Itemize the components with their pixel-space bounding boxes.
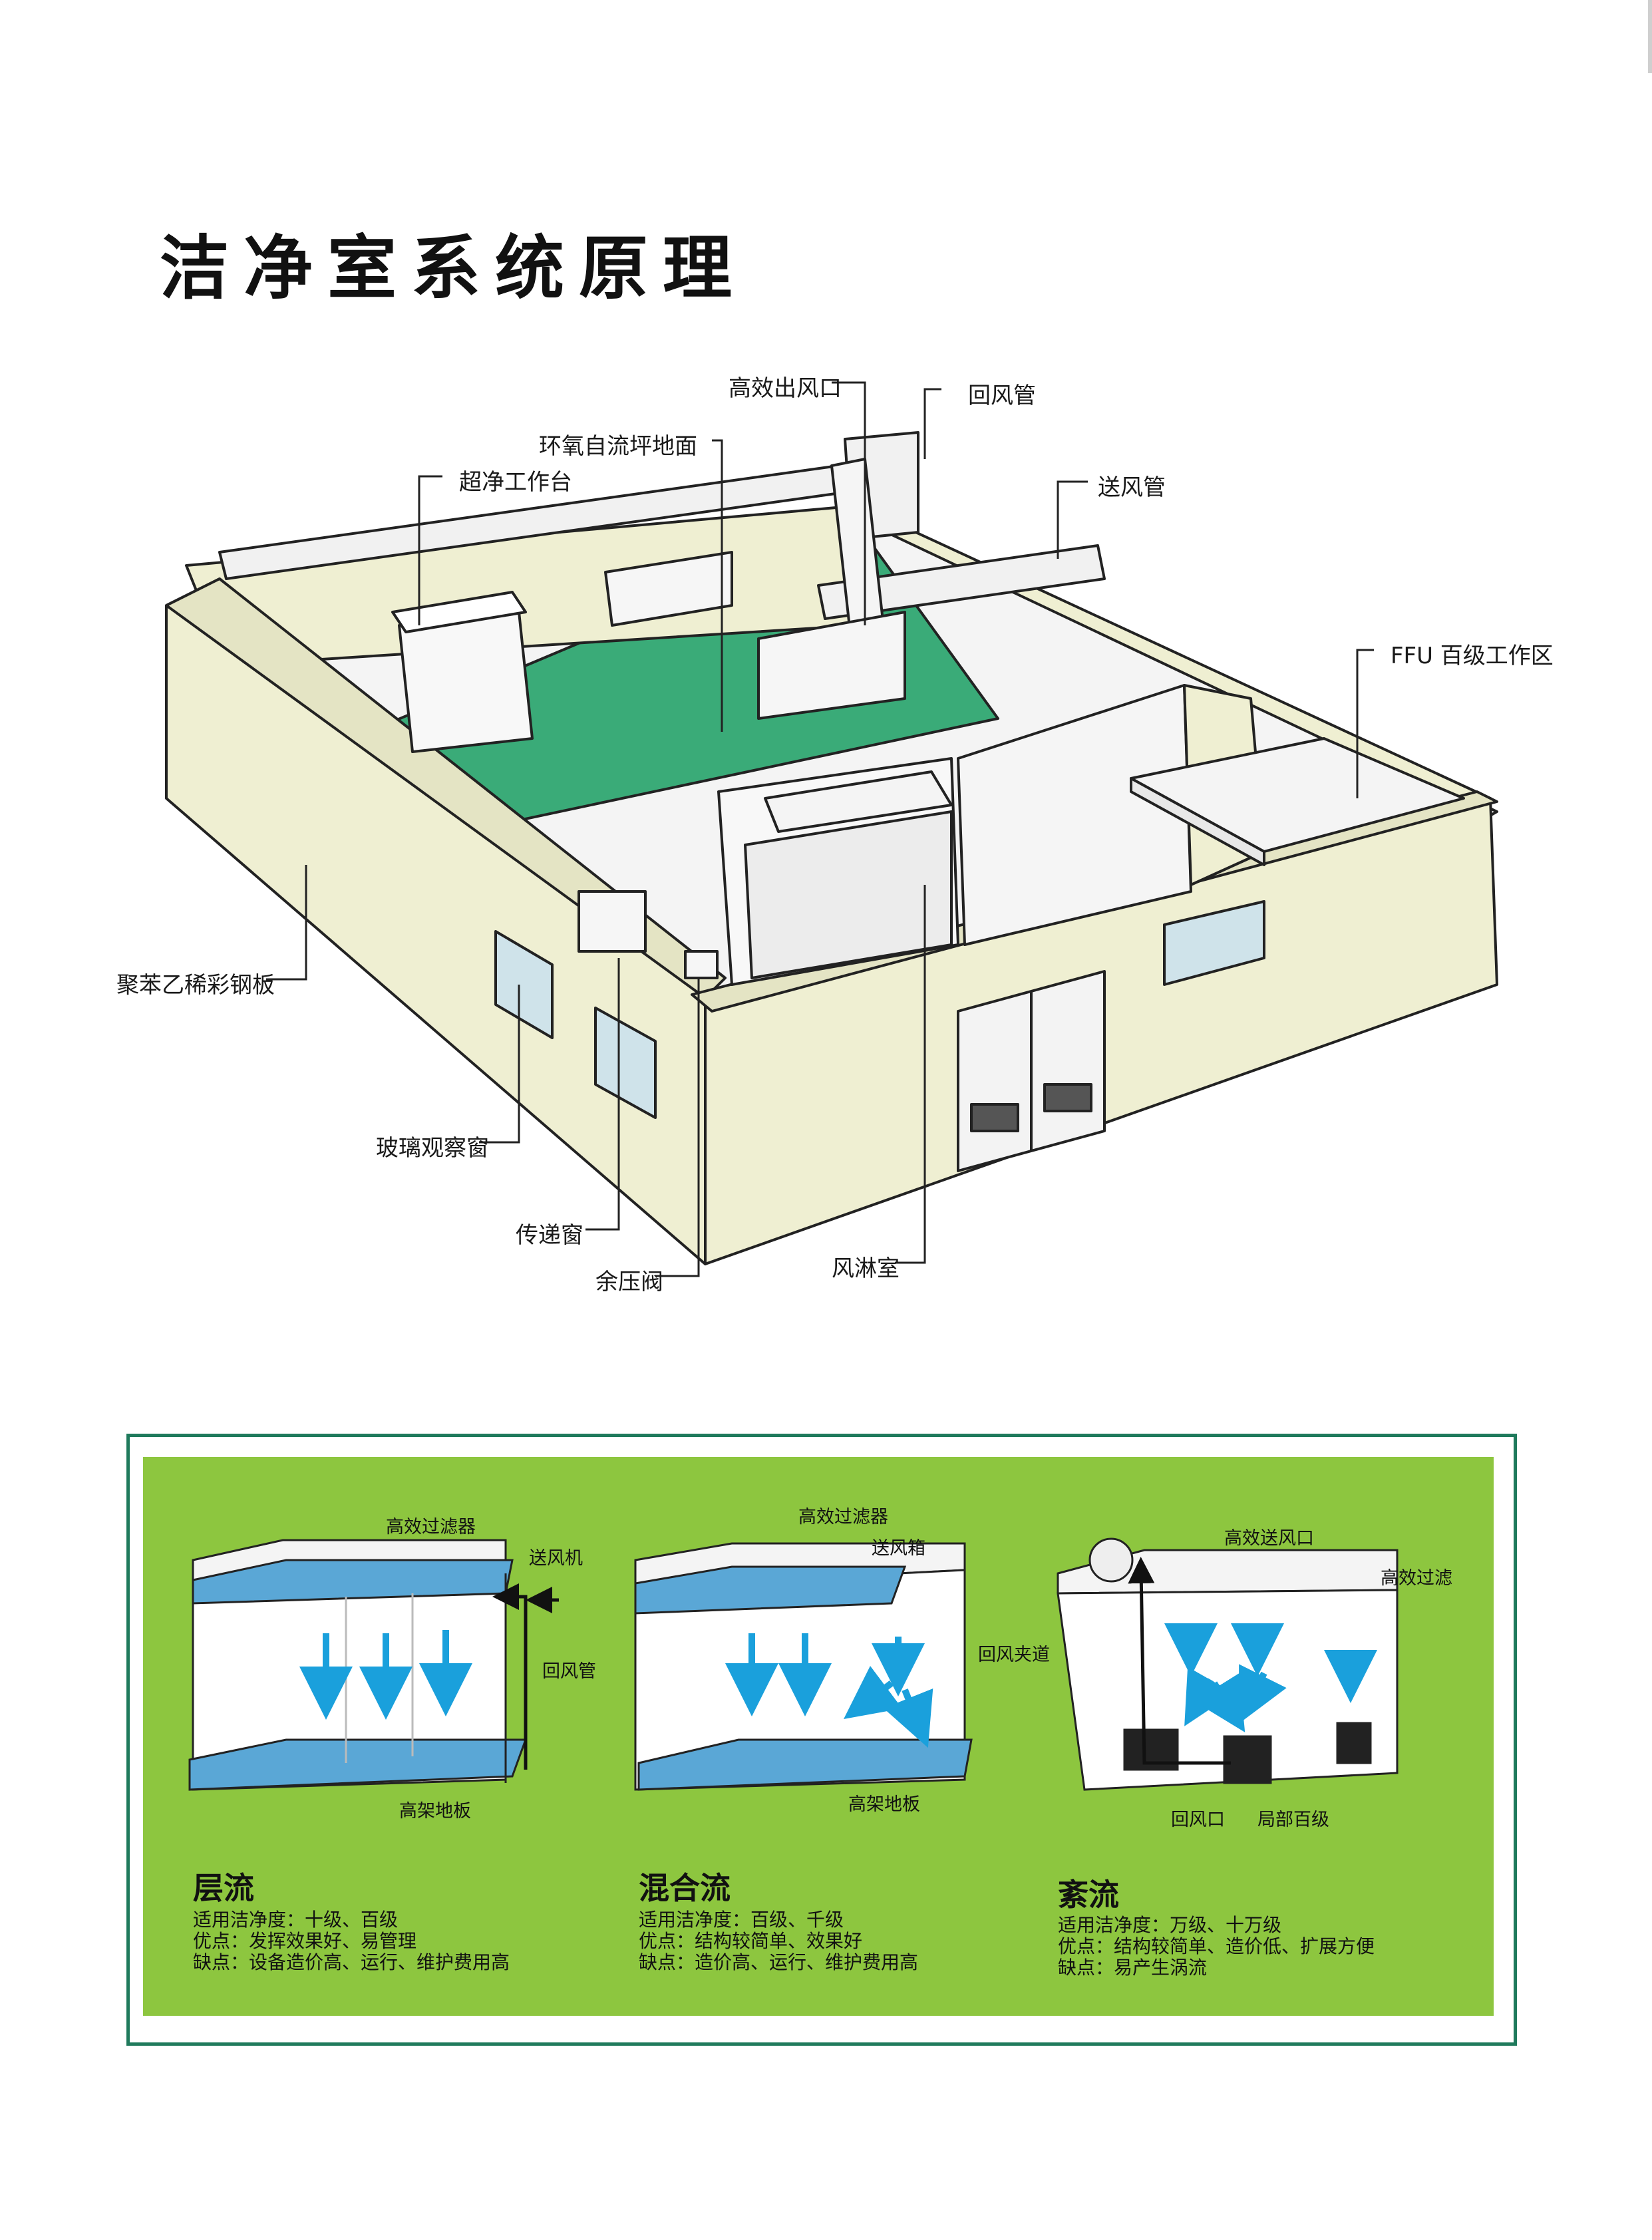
window-1 bbox=[494, 930, 554, 1039]
laminar-cons: 缺点：设备造价高、运行、维护费用高 bbox=[193, 1951, 510, 1973]
callout-eps-panel: 聚苯乙稀彩钢板 bbox=[116, 972, 275, 999]
pass-box bbox=[578, 890, 647, 953]
window-2 bbox=[594, 1007, 657, 1119]
mixed-title: 混合流 bbox=[639, 1870, 731, 1906]
mixed-cons: 缺点：造价高、运行、维护费用高 bbox=[639, 1951, 919, 1973]
laminar-grade: 适用洁净度：十级、百级 bbox=[193, 1909, 399, 1931]
callout-hepa-outlet: 高效出风口 bbox=[729, 375, 842, 402]
pressure-valve bbox=[684, 950, 719, 979]
laminar-floor-label: 高架地板 bbox=[399, 1801, 471, 1822]
hepa-box-b bbox=[757, 611, 906, 720]
laminar-return-label: 回风管 bbox=[542, 1661, 596, 1682]
laminar-title: 层流 bbox=[193, 1870, 254, 1906]
turbulent-grade: 适用洁净度：万级、十万级 bbox=[1058, 1914, 1282, 1936]
callout-air-shower: 风淋室 bbox=[832, 1255, 900, 1282]
air-shower-body bbox=[744, 810, 953, 979]
turbulent-filter-label: 高效过滤 bbox=[1381, 1568, 1452, 1589]
callout-glass-window: 玻璃观察窗 bbox=[376, 1135, 489, 1162]
page-edge-mark bbox=[1648, 0, 1652, 73]
turbulent-pros: 优点：结构较简单、造价低、扩展方便 bbox=[1058, 1935, 1375, 1957]
callout-clean-bench: 超净工作台 bbox=[459, 469, 572, 496]
cleanroom-illustration bbox=[165, 381, 1498, 1277]
turbulent-cons: 缺点：易产生涡流 bbox=[1058, 1957, 1208, 1979]
mixed-filter-label: 高效过滤器 bbox=[798, 1507, 888, 1527]
laminar-fan-label: 送风机 bbox=[529, 1548, 583, 1569]
mixed-pros: 优点：结构较简单、效果好 bbox=[639, 1930, 863, 1952]
clean-bench-top bbox=[391, 591, 527, 633]
air-shower-top bbox=[764, 770, 953, 833]
partition-b bbox=[957, 684, 1192, 946]
page-title: 洁净室系统原理 bbox=[160, 228, 747, 309]
turbulent-outlet-label: 高效送风口 bbox=[1224, 1528, 1314, 1549]
supply-duct bbox=[817, 544, 1106, 620]
callout-supply-duct: 送风管 bbox=[1098, 474, 1166, 501]
ffu-front bbox=[1130, 777, 1265, 866]
laminar-filter-label: 高效过滤器 bbox=[386, 1517, 476, 1537]
mixed-box-label: 送风箱 bbox=[872, 1538, 925, 1559]
mixed-return-label: 回风夹道 bbox=[978, 1645, 1050, 1665]
airflow-panel-frame bbox=[126, 1434, 1517, 2046]
hepa-box-a bbox=[604, 551, 733, 627]
mixed-grade: 适用洁净度：百级、千级 bbox=[639, 1909, 844, 1931]
callout-pressure-valve: 余压阀 bbox=[595, 1269, 663, 1295]
door-vent-right bbox=[1043, 1083, 1092, 1112]
callout-return-duct: 回风管 bbox=[968, 383, 1036, 409]
callout-pass-box: 传递窗 bbox=[516, 1222, 583, 1249]
callout-ffu-zone: FFU 百级工作区 bbox=[1391, 643, 1554, 669]
clean-bench bbox=[398, 611, 534, 753]
turbulent-return-label: 回风口 bbox=[1171, 1810, 1225, 1830]
mixed-floor-label: 高架地板 bbox=[848, 1794, 920, 1815]
callout-epoxy-floor: 环氧自流坪地面 bbox=[539, 433, 697, 460]
laminar-pros: 优点：发挥效果好、易管理 bbox=[193, 1930, 417, 1952]
door-vent-left bbox=[970, 1103, 1019, 1132]
window-3 bbox=[1163, 900, 1265, 986]
turbulent-title: 紊流 bbox=[1058, 1877, 1119, 1913]
turbulent-local-label: 局部百级 bbox=[1257, 1810, 1329, 1830]
